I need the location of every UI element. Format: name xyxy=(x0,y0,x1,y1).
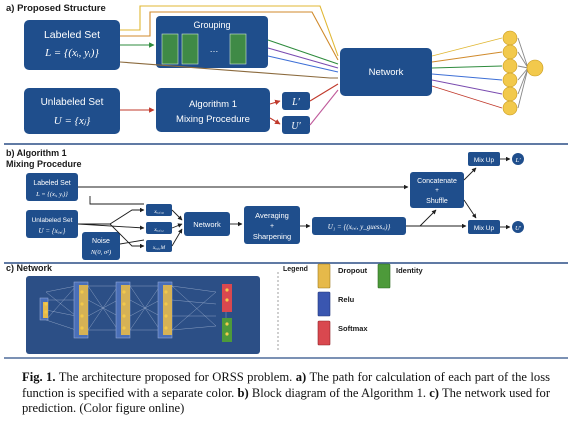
legend-identity-label: Identity xyxy=(396,266,423,275)
l-prime-box xyxy=(282,92,310,110)
legend-dropout-label: Dropout xyxy=(338,266,368,275)
averaging-line1: Averaging xyxy=(255,211,289,220)
grouping-label: Grouping xyxy=(193,20,230,30)
hidden-layer-3-dropout xyxy=(163,285,172,335)
legend-identity-swatch xyxy=(377,263,391,289)
input-box-1 xyxy=(146,222,172,234)
b-l-prime-label: L′ xyxy=(514,157,521,164)
averaging-line3: Sharpening xyxy=(253,232,291,241)
network-box xyxy=(340,48,432,96)
concat-line3: Shuffle xyxy=(426,198,448,205)
output-layer-identity xyxy=(222,318,232,342)
b-labeled-set-box xyxy=(26,173,78,201)
averaging-line2: + xyxy=(270,223,274,230)
unlabeled-set-title: Unlabeled Set xyxy=(41,97,104,108)
caption-b: b) xyxy=(237,385,249,400)
b-labeled-set-math: L = {(xᵢ, yᵢ)} xyxy=(35,191,68,198)
section-b-title-1: b) Algorithm 1 xyxy=(6,148,67,158)
input-label-1: xᵤ,ᵢ,₁ xyxy=(153,227,164,233)
u1-label: U₁ = {(xᵤ,ᵢ, y_guess,ᵢ)} xyxy=(328,223,391,231)
algorithm-box xyxy=(156,88,270,132)
input-label-0: xᵤ,ᵢ,₀ xyxy=(153,209,164,215)
legend-dropout-swatch xyxy=(317,263,331,289)
grouping-group-n xyxy=(229,33,247,65)
legend-relu-swatch xyxy=(317,291,331,317)
unlabeled-set-box xyxy=(24,88,120,134)
l-prime-label: L′ xyxy=(291,97,301,108)
loss-node-3 xyxy=(502,58,518,74)
grouping-group-2 xyxy=(181,33,199,65)
network-label: Network xyxy=(369,67,404,78)
section-a-title: a) Proposed Structure xyxy=(6,3,106,14)
caption-text-2: The path for calculation of each part of… xyxy=(22,370,551,400)
mixup-top-label: Mix Up xyxy=(474,157,495,164)
b-unlabeled-set-box xyxy=(26,210,78,238)
b-u-prime-node xyxy=(512,221,524,233)
figure-caption: Fig. 1. The architecture proposed for OR… xyxy=(22,370,550,417)
noise-math: N(0, σ²) xyxy=(90,249,111,256)
averaging-box xyxy=(244,206,300,244)
b-network-label: Network xyxy=(193,220,221,229)
u-prime-label: U′ xyxy=(291,121,301,132)
output-nodes xyxy=(502,30,544,116)
caption-c: c) xyxy=(429,385,439,400)
input-box-m xyxy=(146,240,172,252)
caption-a: a) xyxy=(295,370,307,384)
legend-title: Legend xyxy=(283,266,308,273)
mixup-bottom-box xyxy=(468,220,500,234)
loss-node-1 xyxy=(502,30,518,46)
legend-softmax-label: Softmax xyxy=(338,324,368,333)
input-layer-dropout xyxy=(43,302,48,318)
loss-node-2 xyxy=(502,44,518,60)
section-b-title-2: Mixing Procedure xyxy=(6,159,82,169)
u-prime-box xyxy=(282,116,310,134)
caption-text-1: The architecture proposed for ORSS probl… xyxy=(58,370,293,384)
loss-node-6 xyxy=(502,100,518,116)
concat-box xyxy=(410,172,464,208)
unlabeled-set-math: U = {xⱼ} xyxy=(54,115,91,127)
loss-node-4 xyxy=(502,72,518,88)
u1-box xyxy=(312,217,406,235)
legend-softmax-swatch xyxy=(317,320,331,346)
network-neurons xyxy=(44,288,229,336)
b-unlabeled-set-math: U = {xᵤ,ᵢ} xyxy=(39,227,66,235)
loss-sum-node xyxy=(526,59,544,77)
concat-line2: + xyxy=(435,187,439,194)
noise-box xyxy=(82,232,120,260)
grouping-group-1 xyxy=(161,33,179,65)
b-labeled-set-title: Labeled Set xyxy=(33,180,70,187)
noise-title: Noise xyxy=(92,238,110,245)
part-a-arrows xyxy=(119,5,339,126)
hidden-layer-2-dropout xyxy=(121,285,130,335)
legend-relu-label: Relu xyxy=(338,295,355,304)
labeled-set-box xyxy=(24,20,120,70)
mixup-top-box xyxy=(468,152,500,166)
loss-node-5 xyxy=(502,86,518,102)
caption-text-3: Block diagram of the Algorithm 1. xyxy=(251,385,427,400)
network-layers xyxy=(39,281,232,342)
loss-paths xyxy=(431,37,529,109)
output-layer-softmax xyxy=(222,284,232,312)
input-box-0 xyxy=(146,204,172,216)
caption-fig-label: Fig. 1. xyxy=(22,370,56,384)
hidden-layer-1-dropout xyxy=(79,285,88,335)
b-u-prime-label: U′ xyxy=(515,225,522,232)
b-network-box xyxy=(184,212,230,236)
b-unlabeled-set-title: Unlabeled Set xyxy=(32,217,73,224)
grouping-ellipsis: … xyxy=(210,44,219,54)
b-l-prime-node xyxy=(512,153,524,165)
caption-text-4: The network used for prediction. (Color … xyxy=(22,385,551,416)
labeled-set-title: Labeled Set xyxy=(44,29,100,41)
part-b-arrows xyxy=(77,156,511,249)
concat-line1: Concatenate xyxy=(417,178,457,185)
mixup-bottom-label: Mix Up xyxy=(474,225,495,232)
algorithm-line1: Algorithm 1 xyxy=(189,99,237,110)
figure: a) Proposed Structure Labeled Set L = {(… xyxy=(4,3,568,359)
section-c-title: c) Network xyxy=(6,263,53,273)
labeled-set-math: L = {(xᵢ, yᵢ)} xyxy=(44,47,99,59)
input-label-m: xᵤ,ᵢ,M xyxy=(152,245,166,251)
algorithm-line2: Mixing Procedure xyxy=(176,114,250,125)
